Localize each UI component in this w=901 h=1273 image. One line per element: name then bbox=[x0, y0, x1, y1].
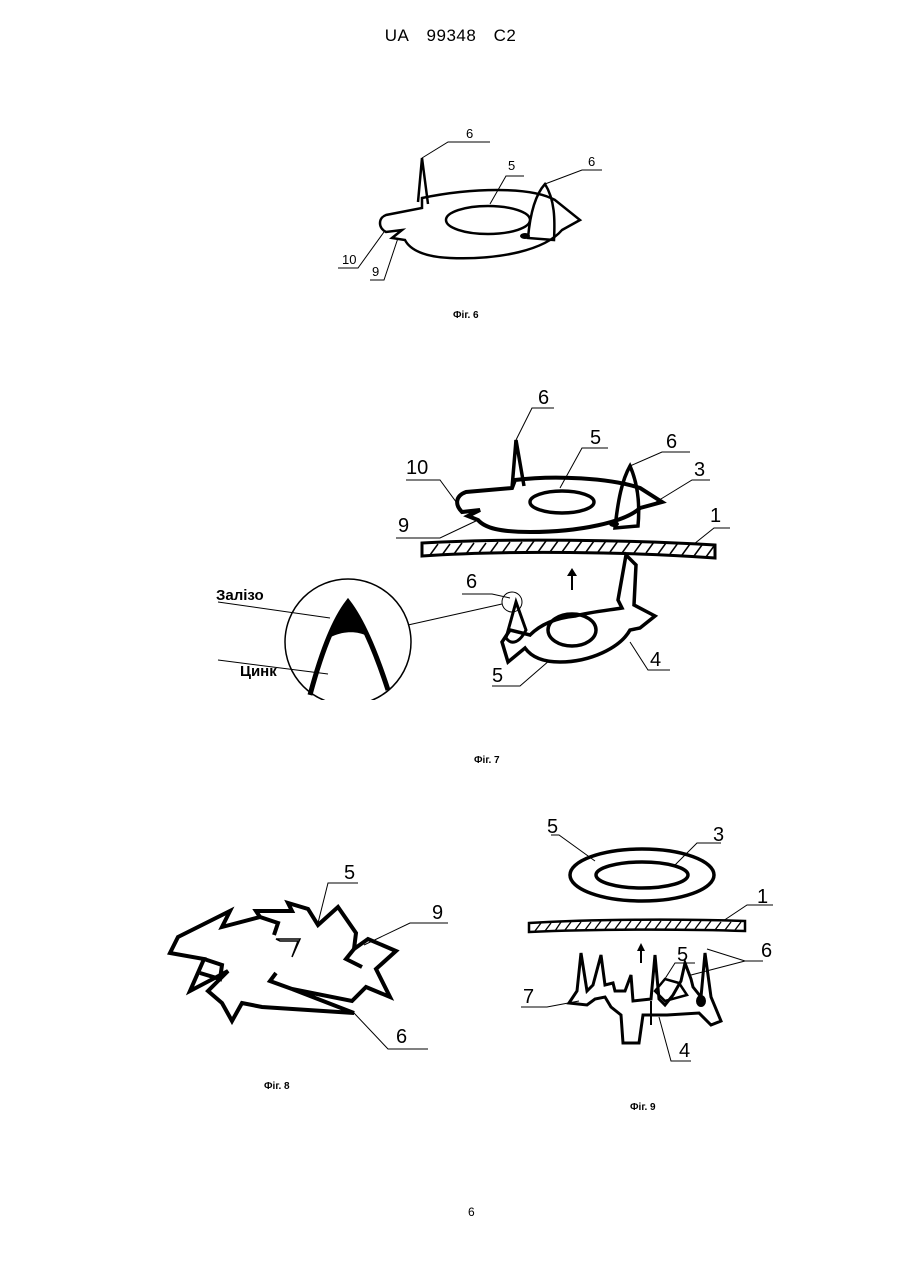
patent-header: UA 99348 C2 bbox=[0, 26, 901, 46]
patent-number: 99348 bbox=[427, 26, 477, 45]
fig7-label-top-ring: 5 bbox=[590, 427, 601, 449]
figure-7-drawing: 6 5 6 3 10 9 1 6 4 5 Залізо Цинк bbox=[210, 380, 740, 700]
fig7-leader-6a bbox=[516, 408, 554, 440]
fig7-label-bottom-ring: 5 bbox=[492, 665, 503, 687]
country-code: UA bbox=[385, 26, 410, 45]
figure-6-caption: Фіг. 6 bbox=[453, 310, 479, 321]
fig7-top-plate bbox=[457, 478, 662, 532]
document-kind: C2 bbox=[494, 26, 517, 45]
fig7-label-zinc: Цинк bbox=[240, 663, 277, 680]
fig8-label-notch: 9 bbox=[432, 902, 443, 924]
fig7-label-top-spike-left: 6 bbox=[538, 387, 549, 409]
figure-8-drawing: 5 9 6 bbox=[160, 855, 460, 1055]
fig7-bottom-spike bbox=[506, 602, 526, 642]
fig8-tab-top bbox=[260, 917, 278, 935]
figure-9-caption: Фіг. 9 bbox=[630, 1102, 656, 1113]
fig7-detail-connector bbox=[408, 604, 502, 625]
fig6-label-notch: 9 bbox=[372, 264, 379, 279]
fig9-leader-6b bbox=[691, 961, 745, 975]
fig8-label-spike: 6 bbox=[396, 1026, 407, 1048]
fig8-label-ring: 5 bbox=[344, 862, 355, 884]
fig6-label-spike-right: 6 bbox=[588, 154, 595, 169]
fig7-leader-iron bbox=[218, 602, 330, 618]
fig7-label-top-spike-right: 6 bbox=[666, 431, 677, 453]
fig7-label-iron: Залізо bbox=[216, 587, 264, 604]
fig7-leader-6b bbox=[630, 452, 690, 466]
fig6-leader-6a bbox=[422, 142, 490, 158]
fig9-label-washer: 3 bbox=[713, 824, 724, 846]
fig7-detail-circle bbox=[285, 579, 411, 700]
fig8-leader-6 bbox=[354, 1013, 428, 1049]
fig7-label-notch: 9 bbox=[398, 515, 409, 537]
fig7-label-bottom-base: 4 bbox=[650, 649, 661, 671]
fig6-plate-outline bbox=[380, 190, 580, 258]
fig9-label-tab: 7 bbox=[523, 986, 534, 1008]
page-number: 6 bbox=[468, 1205, 475, 1219]
fig8-tab-bottom bbox=[270, 973, 292, 989]
fig7-leader-10 bbox=[406, 480, 462, 510]
fig7-leader-1 bbox=[694, 528, 730, 544]
fig8-plate-outline bbox=[170, 903, 396, 1021]
figure-7-caption: Фіг. 7 bbox=[474, 755, 500, 766]
figure-8-caption: Фіг. 8 bbox=[264, 1081, 290, 1092]
fig6-label-ring: 5 bbox=[508, 158, 515, 173]
fig9-label-spikes: 6 bbox=[761, 940, 772, 962]
fig6-center-hole bbox=[446, 206, 530, 234]
fig9-rivet bbox=[696, 995, 706, 1007]
fig6-label-tab: 10 bbox=[342, 252, 356, 267]
fig9-leader-6a bbox=[707, 949, 763, 961]
figure-9-drawing: 5 3 1 6 5 7 4 bbox=[515, 815, 795, 1070]
fig7-label-tab: 10 bbox=[406, 457, 428, 479]
fig7-detail-marker bbox=[502, 592, 522, 612]
fig7-top-rivet bbox=[609, 521, 619, 527]
fig9-label-sheet: 1 bbox=[757, 886, 768, 908]
fig7-top-hole bbox=[530, 491, 594, 513]
fig9-label-inner-ring: 5 bbox=[677, 944, 688, 966]
fig9-washer-outer bbox=[570, 849, 714, 901]
fig9-arrow-head bbox=[637, 943, 645, 951]
fig6-leader-6b bbox=[545, 170, 602, 184]
fig7-label-washer: 3 bbox=[694, 459, 705, 481]
fig6-rivet bbox=[520, 233, 530, 239]
fig9-label-base: 4 bbox=[679, 1040, 690, 1062]
fig7-leader-3 bbox=[656, 480, 710, 502]
fig9-label-ring: 5 bbox=[547, 816, 558, 838]
fig7-iron-core bbox=[326, 602, 370, 640]
fig7-label-bottom-spike: 6 bbox=[466, 571, 477, 593]
fig8-center-slot bbox=[276, 939, 300, 957]
fig7-arrow-head bbox=[567, 568, 577, 576]
fig8-tab-right bbox=[346, 949, 362, 967]
fig9-washer-inner bbox=[596, 862, 688, 888]
figure-6-drawing: 6 5 6 10 9 bbox=[330, 120, 610, 295]
fig7-bottom-hole bbox=[548, 614, 596, 646]
fig6-label-spike-left: 6 bbox=[466, 126, 473, 141]
fig7-label-sheet: 1 bbox=[710, 505, 721, 527]
